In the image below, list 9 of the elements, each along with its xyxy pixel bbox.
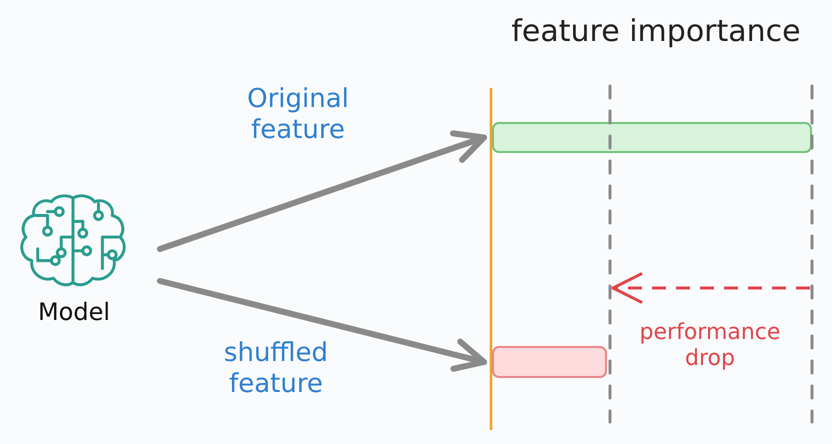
bar	[492, 122, 812, 153]
edge-label: Original feature	[246, 84, 350, 146]
caption-text: Model	[36, 298, 112, 327]
bar	[492, 346, 607, 378]
chart-title: feature importance	[510, 14, 802, 50]
annotation-text: performance drop	[638, 320, 782, 373]
edge-label: shuffled feature	[222, 338, 330, 400]
arrow	[157, 130, 487, 252]
arrow	[157, 278, 487, 372]
